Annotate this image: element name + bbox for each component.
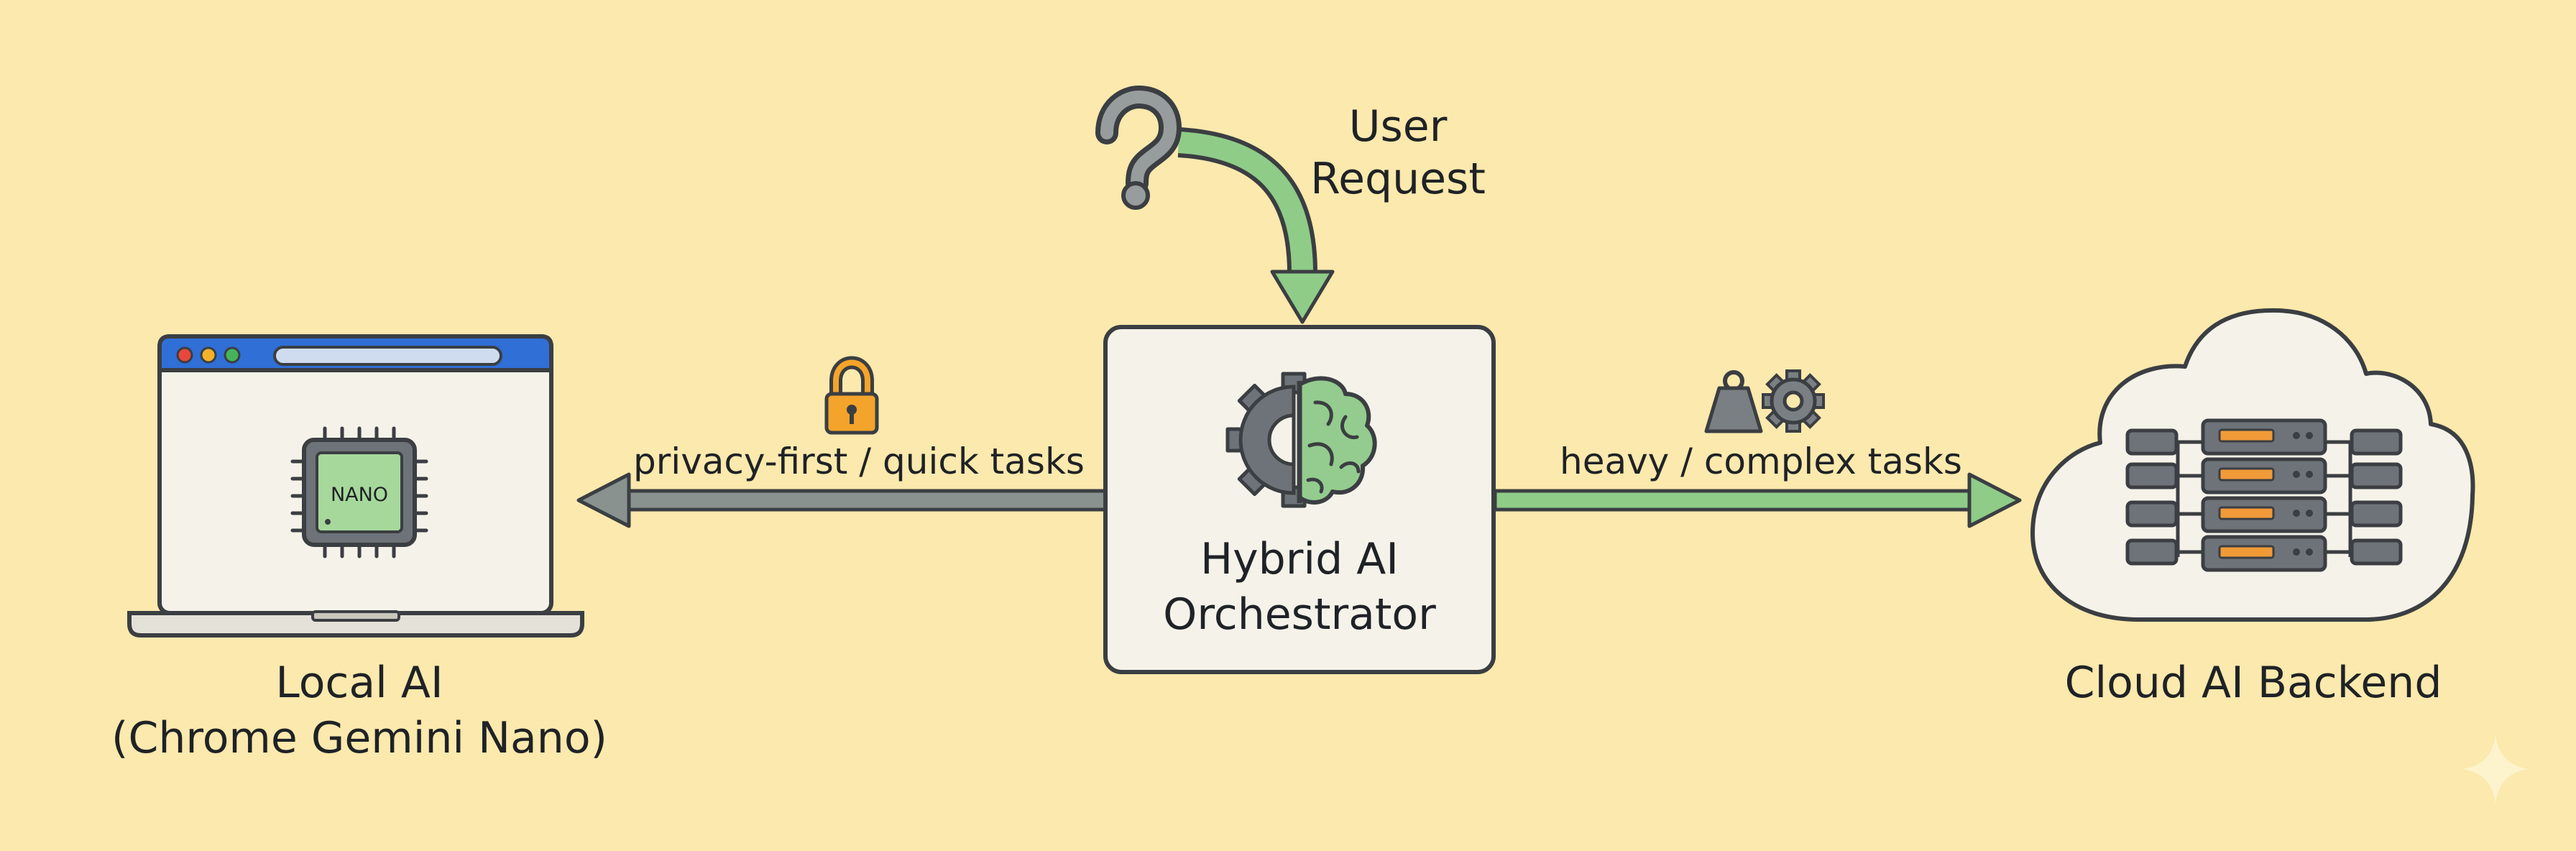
request-arrow <box>1177 127 1335 324</box>
user-request-label: User Request <box>1294 101 1502 206</box>
orchestrator-line2: Orchestrator <box>1163 589 1436 640</box>
local-ai-line1: Local AI <box>275 658 443 708</box>
sparkle-icon <box>2462 735 2529 804</box>
chip-label: NANO <box>331 484 388 506</box>
question-mark-icon <box>1095 85 1182 210</box>
orchestrator-line1: Hybrid AI <box>1200 534 1399 584</box>
orchestrator-label: Hybrid AI Orchestrator <box>1105 532 1494 643</box>
window-dot-green <box>224 346 241 364</box>
user-request-line2: Request <box>1310 154 1486 205</box>
window-dot-red <box>176 346 193 364</box>
address-bar <box>273 346 502 366</box>
server-rack-icon <box>2125 418 2403 572</box>
arrow-to-local <box>576 472 1109 528</box>
cloud-ai-label: Cloud AI Backend <box>2064 658 2442 708</box>
chip-icon: NANO <box>290 426 428 558</box>
local-ai-label: Local AI (Chrome Gemini Nano) <box>79 656 640 766</box>
weight-icon <box>1704 370 1763 433</box>
padlock-icon <box>824 356 879 435</box>
local-ai-line2: (Chrome Gemini Nano) <box>111 712 607 763</box>
gear-icon <box>1762 369 1825 433</box>
edge-label-local: privacy-first / quick tasks <box>633 441 1085 482</box>
edge-label-cloud: heavy / complex tasks <box>1560 441 1962 482</box>
gear-brain-icon <box>1225 372 1377 508</box>
window-dot-yellow <box>200 346 217 364</box>
user-request-line1: User <box>1348 101 1448 152</box>
orchestrator-brain <box>1297 376 1377 505</box>
arrow-to-cloud <box>1493 472 2022 528</box>
